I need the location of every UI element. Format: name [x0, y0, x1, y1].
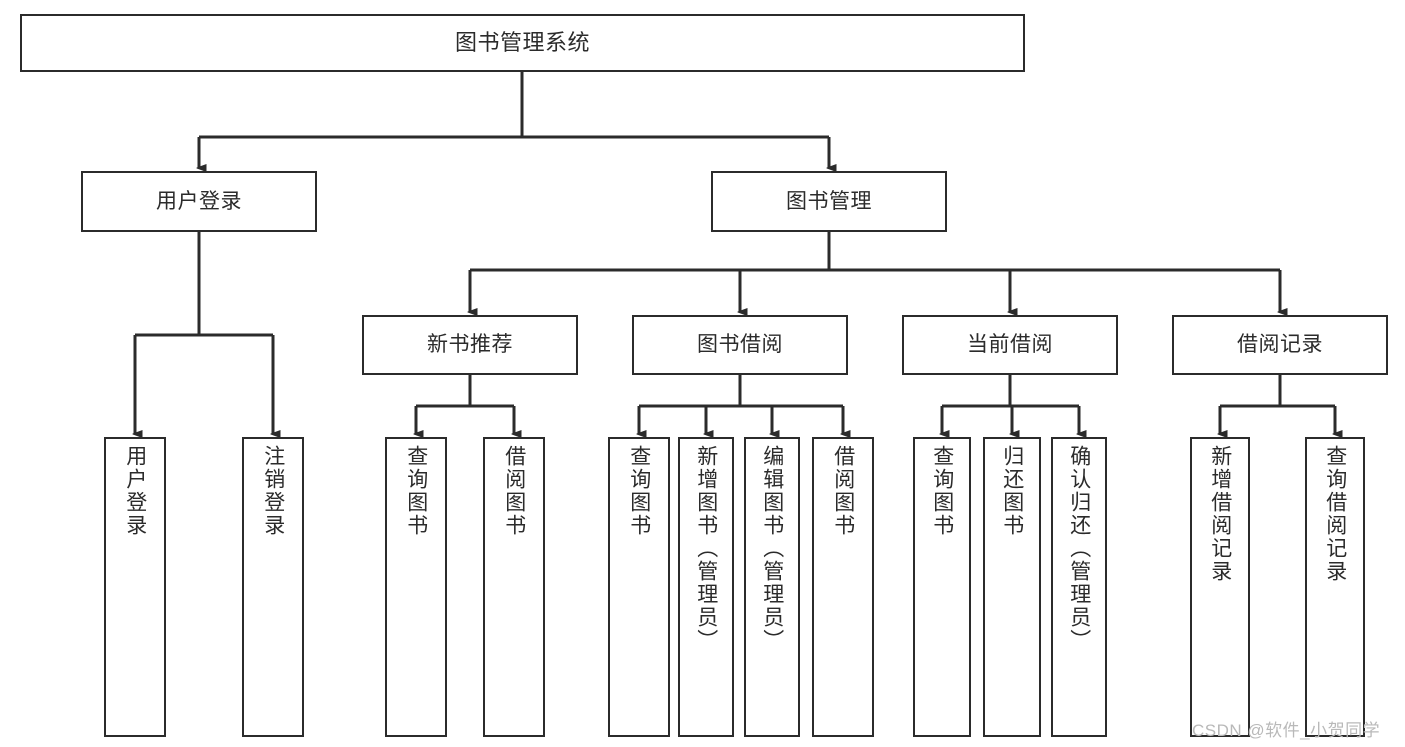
- node-leaf-logout: 注销登录: [242, 437, 304, 737]
- node-label: 借阅图书: [502, 445, 526, 537]
- node-label: 查询图书: [930, 445, 954, 537]
- node-book-manage: 图书管理: [711, 171, 947, 232]
- node-current-borrow: 当前借阅: [902, 315, 1118, 375]
- node-leaf-add-record: 新增借阅记录: [1190, 437, 1250, 737]
- node-leaf-query-book-1: 查询图书: [385, 437, 447, 737]
- node-leaf-return-book: 归还图书: [983, 437, 1041, 737]
- node-label: 确认归还（管理员）: [1067, 445, 1091, 652]
- node-leaf-query-book-3: 查询图书: [913, 437, 971, 737]
- node-book-borrow: 图书借阅: [632, 315, 848, 375]
- node-leaf-confirm-return: 确认归还（管理员）: [1051, 437, 1107, 737]
- node-label: 图书管理系统: [454, 29, 590, 55]
- node-label: 查询图书: [627, 445, 651, 537]
- node-leaf-edit-book: 编辑图书（管理员）: [744, 437, 800, 737]
- node-leaf-query-record: 查询借阅记录: [1305, 437, 1365, 737]
- node-label: 用户登录: [123, 445, 147, 537]
- node-label: 查询借阅记录: [1323, 445, 1347, 583]
- node-label: 用户登录: [156, 189, 242, 213]
- node-label: 新增借阅记录: [1208, 445, 1232, 583]
- node-label: 当前借阅: [967, 333, 1053, 357]
- node-label: 新增图书（管理员）: [694, 445, 718, 652]
- node-label: 图书管理: [786, 189, 872, 213]
- node-leaf-borrow-book-1: 借阅图书: [483, 437, 545, 737]
- node-borrow-record: 借阅记录: [1172, 315, 1388, 375]
- node-label: 归还图书: [1000, 445, 1024, 537]
- node-leaf-borrow-book-2: 借阅图书: [812, 437, 874, 737]
- node-leaf-query-book-2: 查询图书: [608, 437, 670, 737]
- node-label: 编辑图书（管理员）: [760, 445, 784, 652]
- node-root: 图书管理系统: [20, 14, 1025, 72]
- node-label: 借阅记录: [1237, 333, 1323, 357]
- node-leaf-add-book: 新增图书（管理员）: [678, 437, 734, 737]
- node-user-login: 用户登录: [81, 171, 317, 232]
- node-leaf-user-login: 用户登录: [104, 437, 166, 737]
- node-new-book-rec: 新书推荐: [362, 315, 578, 375]
- node-label: 注销登录: [261, 445, 285, 537]
- node-label: 查询图书: [404, 445, 428, 537]
- node-label: 新书推荐: [427, 333, 513, 357]
- node-label: 借阅图书: [831, 445, 855, 537]
- node-label: 图书借阅: [697, 333, 783, 357]
